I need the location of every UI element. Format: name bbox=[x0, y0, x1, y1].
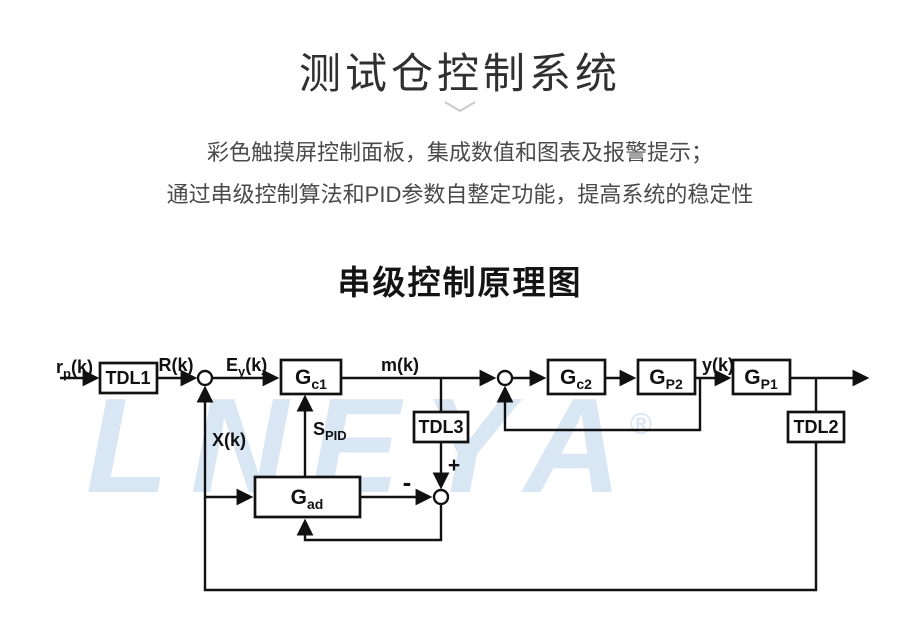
block-tdl3: TDL3 bbox=[412, 410, 470, 444]
registered-trademark-icon: ® bbox=[629, 408, 652, 441]
block-gad-label: Gad bbox=[291, 486, 324, 512]
signal-lines bbox=[60, 369, 870, 592]
cascade-control-diagram: LNEYA® bbox=[0, 330, 920, 640]
subtitle-line-2: 通过串级控制算法和PID参数自整定功能，提高系统的稳定性 bbox=[166, 182, 754, 207]
block-gc1: Gc1 bbox=[279, 358, 343, 396]
label-mk: m(k) bbox=[381, 355, 419, 375]
block-tdl1-label: TDL1 bbox=[106, 368, 151, 388]
summing-junction-3 bbox=[432, 488, 450, 506]
block-gc2-label: Gc2 bbox=[560, 366, 592, 392]
block-tdl1: TDL1 bbox=[98, 361, 159, 395]
block-gc2: Gc2 bbox=[546, 358, 607, 396]
block-diagram-svg: TDL1 Gc1 TDL3 Gc2 GP2 GP1 bbox=[56, 355, 870, 592]
diagram-heading: 串级控制原理图 bbox=[337, 264, 583, 301]
label-ey: Ey(k) bbox=[226, 355, 267, 379]
block-gad: Gad bbox=[253, 475, 362, 519]
block-gp1: GP1 bbox=[731, 358, 792, 396]
label-minus-sign: - bbox=[403, 467, 412, 497]
page-subtitle: 彩色触摸屏控制面板，集成数值和图表及报警提示； 通过串级控制算法和PID参数自整… bbox=[0, 132, 920, 216]
label-yk: y(k) bbox=[702, 355, 734, 375]
block-gp2: GP2 bbox=[636, 358, 697, 396]
block-gp1-label: GP1 bbox=[744, 366, 778, 392]
summing-junction-1 bbox=[196, 369, 214, 387]
page-title: 测试仓控制系统 bbox=[298, 50, 621, 97]
block-tdl3-label: TDL3 bbox=[419, 417, 464, 437]
label-xk: X(k) bbox=[212, 430, 246, 450]
block-gc1-label: Gc1 bbox=[295, 366, 327, 392]
label-rk: R(k) bbox=[159, 355, 194, 375]
subtitle-line-1: 彩色触摸屏控制面板，集成数值和图表及报警提示； bbox=[206, 140, 713, 165]
block-gp2-label: GP2 bbox=[649, 366, 683, 392]
block-tdl2-label: TDL2 bbox=[794, 417, 839, 437]
label-rp: rp(k) bbox=[56, 357, 93, 381]
label-spid: SPID bbox=[313, 419, 347, 443]
chevron-down-icon bbox=[0, 100, 920, 119]
summing-junction-2 bbox=[496, 369, 514, 387]
label-plus-sign: + bbox=[448, 454, 460, 477]
block-tdl2: TDL2 bbox=[786, 410, 846, 444]
